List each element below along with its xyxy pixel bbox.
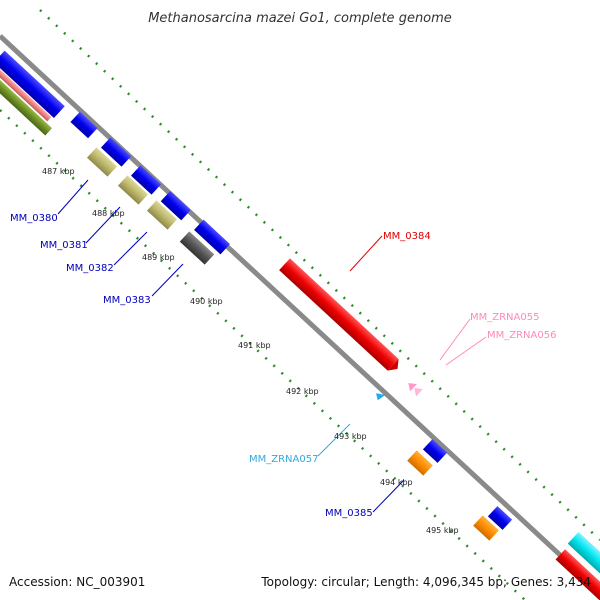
genome-backbone [0, 34, 600, 594]
callout-line-mm0384 [349, 235, 383, 272]
gene-label-zrna056[interactable]: MM_ZRNA056 [487, 330, 556, 341]
gene-feature-mm0381[interactable] [117, 175, 149, 205]
rna-feature-zrna057[interactable] [373, 390, 386, 402]
genome-summary-text: Topology: circular; Length: 4,096,345 bp… [260, 575, 591, 589]
kbp-label-491: 491 kbp [238, 341, 271, 350]
callout-line-mm0385 [372, 479, 405, 513]
gene-feature-red-right[interactable] [555, 549, 600, 600]
kbp-label-493: 493 kbp [334, 432, 367, 441]
accession-text: Accession: NC_003901 [9, 575, 145, 589]
gene-feature-mm0380[interactable] [86, 147, 118, 177]
gene-feature-cyan-right[interactable] [567, 531, 600, 585]
callout-line-zrna055 [439, 318, 471, 361]
gene-feature-blue-6[interactable] [422, 439, 448, 463]
gene-label-zrna055[interactable]: MM_ZRNA055 [470, 312, 539, 323]
gene-feature-mm0383[interactable] [179, 231, 215, 265]
kbp-label-492: 492 kbp [286, 387, 319, 396]
callout-line-mm0381 [85, 206, 121, 244]
gene-feature-blue-1[interactable] [70, 111, 98, 139]
kbp-label-494: 494 kbp [380, 478, 413, 487]
gene-label-mm0382[interactable]: MM_0382 [66, 263, 114, 274]
callout-line-mm0382 [113, 231, 148, 266]
callout-line-mm0380 [57, 179, 89, 215]
gene-feature-left-olive[interactable] [0, 67, 53, 136]
gene-arrowhead-mm0384 [387, 358, 399, 371]
kbp-label-489: 489 kbp [142, 253, 175, 262]
gene-label-zrna057[interactable]: MM_ZRNA057 [249, 454, 318, 465]
gene-feature-blue-3[interactable] [130, 165, 162, 195]
callout-line-mm0383 [151, 263, 184, 297]
gene-label-mm0384[interactable]: MM_0384 [383, 231, 431, 242]
gene-label-mm0383[interactable]: MM_0383 [103, 295, 151, 306]
gene-label-mm0380[interactable]: MM_0380 [10, 213, 58, 224]
gene-feature-mm0382[interactable] [146, 200, 178, 230]
kbp-label-487: 487 kbp [42, 167, 75, 176]
kbp-label-490: 490 kbp [190, 297, 223, 306]
outer-tick-track [39, 9, 600, 541]
kbp-label-495: 495 kbp [426, 526, 459, 535]
kbp-label-488: 488 kbp [92, 209, 125, 218]
gene-feature-blue-4[interactable] [160, 191, 191, 221]
gene-feature-blue-5[interactable] [194, 219, 230, 255]
gene-feature-mm0385[interactable] [407, 450, 433, 476]
callout-line-zrna056 [445, 336, 487, 366]
gene-label-mm0381[interactable]: MM_0381 [40, 240, 88, 251]
gene-feature-blue-7[interactable] [487, 506, 513, 530]
gene-label-mm0385[interactable]: MM_0385 [325, 508, 373, 519]
rna-feature-zrna055[interactable] [405, 379, 417, 392]
gene-feature-blue-2[interactable] [100, 137, 132, 167]
gene-feature-mm0384[interactable] [279, 258, 399, 371]
gene-feature-left-blue[interactable] [0, 50, 65, 119]
map-title: Methanosarcina mazei Go1, complete genom… [148, 11, 452, 26]
gene-feature-left-salmon[interactable] [0, 62, 52, 122]
callout-line-zrna057 [317, 423, 351, 457]
rna-feature-zrna056[interactable] [411, 384, 423, 397]
gene-feature-orange-2[interactable] [473, 515, 499, 541]
